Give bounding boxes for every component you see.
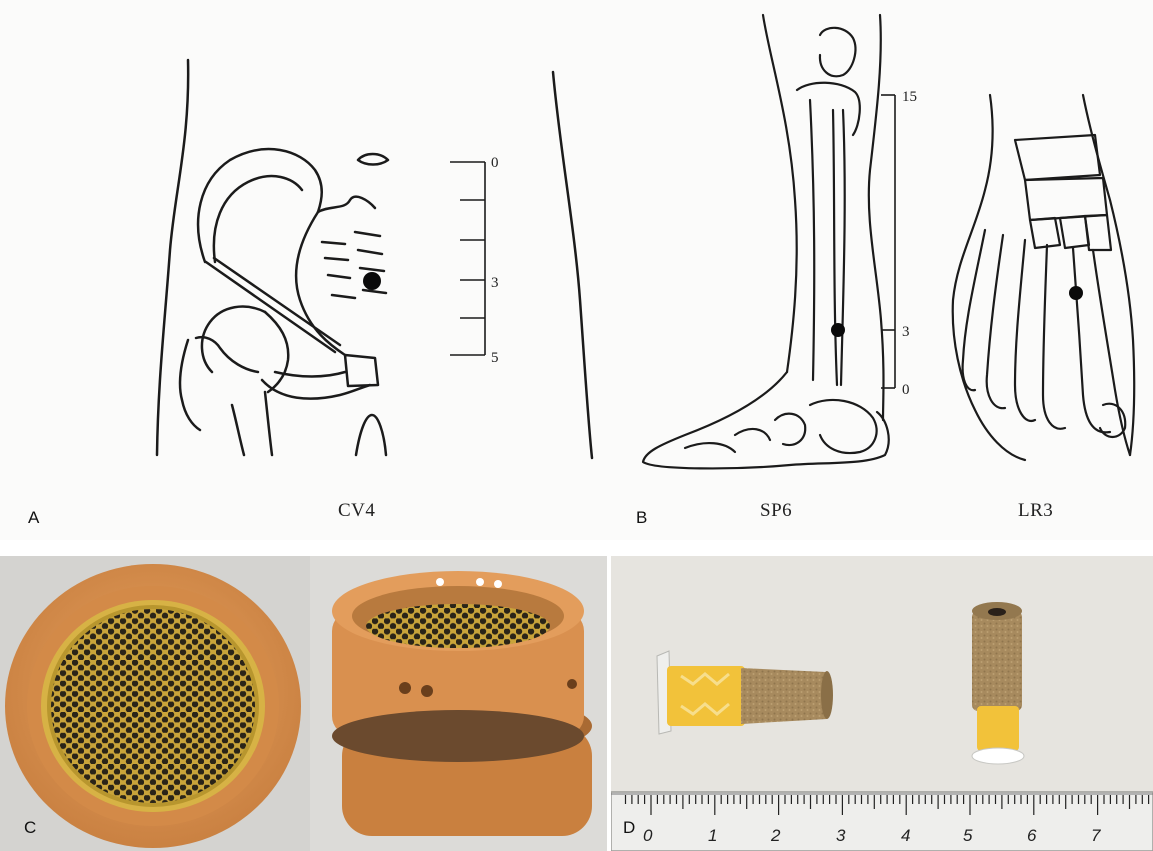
pelvis-drawing: 0 3 5 [0,0,615,540]
moxa-device-photo [0,556,607,851]
leg-foot-drawing: 15 3 0 [615,0,1153,540]
lr3-acupoint-dot [1069,286,1083,300]
panel-b-leg-foot-diagram: 15 3 0 B SP6 LR3 [615,0,1153,540]
scale-tick-0: 0 [902,382,910,398]
ruler-number-0: 0 [643,826,653,845]
ruler-number-1: 1 [708,826,717,845]
ruler-number-4: 4 [901,826,910,845]
panel-a-abdomen-diagram: 0 3 5 A CV4 [0,0,615,540]
moxa-sticks-photo: 0 1 2 3 4 5 6 7 [611,556,1153,851]
panel-d-moxa-sticks-photo: 0 1 2 3 4 5 6 7 D [611,556,1153,851]
ruler-number-5: 5 [963,826,973,845]
device-top-view [5,564,301,848]
moxa-stick-standing [972,602,1024,764]
acupoint-label-sp6: SP6 [760,500,792,522]
panel-c-moxa-device-photo: C [0,556,607,851]
acupoint-label-lr3: LR3 [1018,500,1053,522]
panel-letter-b: B [636,508,647,528]
ruler-number-7: 7 [1091,826,1101,845]
cv4-acupoint-dot [363,272,381,290]
ruler-number-2: 2 [770,826,781,845]
ruler-number-3: 3 [836,826,846,845]
scale-tick-0: 0 [491,155,499,171]
scale-tick-5: 5 [491,350,499,366]
device-side-view [332,571,592,836]
scale-tick-15: 15 [902,89,917,105]
scale-tick-3: 3 [902,324,910,340]
acupoint-label-cv4: CV4 [338,500,375,522]
ruler-number-6: 6 [1027,826,1037,845]
panel-letter-d: D [623,818,635,838]
panel-letter-c: C [24,818,36,838]
scale-tick-3: 3 [491,275,499,291]
sp6-acupoint-dot [831,323,845,337]
panel-letter-a: A [28,508,39,528]
